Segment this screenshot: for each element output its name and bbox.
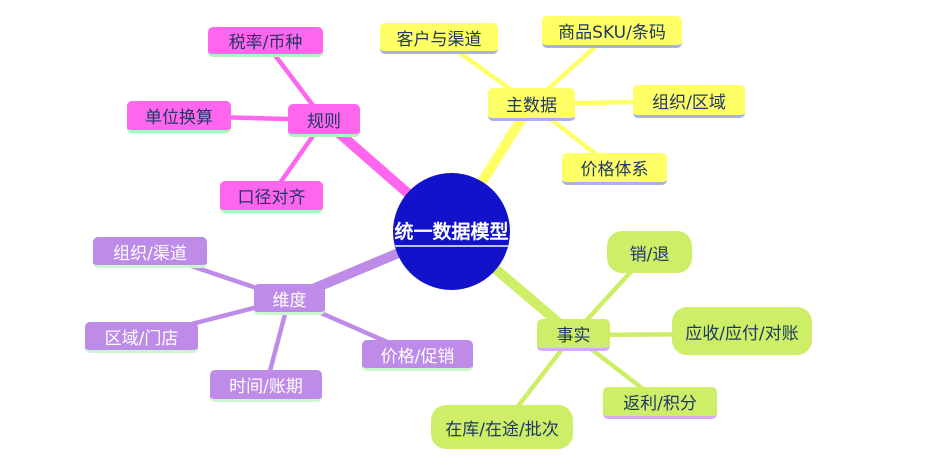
node-price-system[interactable]: 价格体系: [562, 153, 667, 185]
node-master-data[interactable]: 主数据: [488, 88, 575, 121]
node-customer-channel[interactable]: 客户与渠道: [380, 23, 498, 54]
node-rebate-points[interactable]: 返利/积分: [603, 387, 717, 419]
node-org-channel[interactable]: 组织/渠道: [93, 237, 207, 268]
node-region-store[interactable]: 区域/门店: [85, 322, 198, 353]
node-dimension[interactable]: 维度: [254, 284, 325, 315]
node-root[interactable]: 统一数据模型: [393, 173, 510, 290]
node-price-promotion[interactable]: 价格/促销: [362, 340, 473, 371]
node-unit-conversion[interactable]: 单位换算: [127, 101, 231, 133]
node-org-region[interactable]: 组织/区域: [633, 85, 745, 118]
node-sku-barcode[interactable]: 商品SKU/条码: [542, 16, 682, 48]
node-fact[interactable]: 事实: [537, 319, 610, 351]
node-time-period[interactable]: 时间/账期: [210, 370, 322, 402]
root-label: 统一数据模型: [394, 217, 509, 247]
node-caliber-alignment[interactable]: 口径对齐: [220, 181, 323, 213]
node-tax-currency[interactable]: 税率/币种: [208, 27, 323, 57]
node-sales-return[interactable]: 销/退: [607, 231, 692, 273]
node-receivable-payable-reconciliation[interactable]: 应收/应付/对账: [672, 307, 812, 355]
node-stock-transit-batch[interactable]: 在库/在途/批次: [431, 405, 573, 449]
node-rules[interactable]: 规则: [288, 104, 360, 137]
